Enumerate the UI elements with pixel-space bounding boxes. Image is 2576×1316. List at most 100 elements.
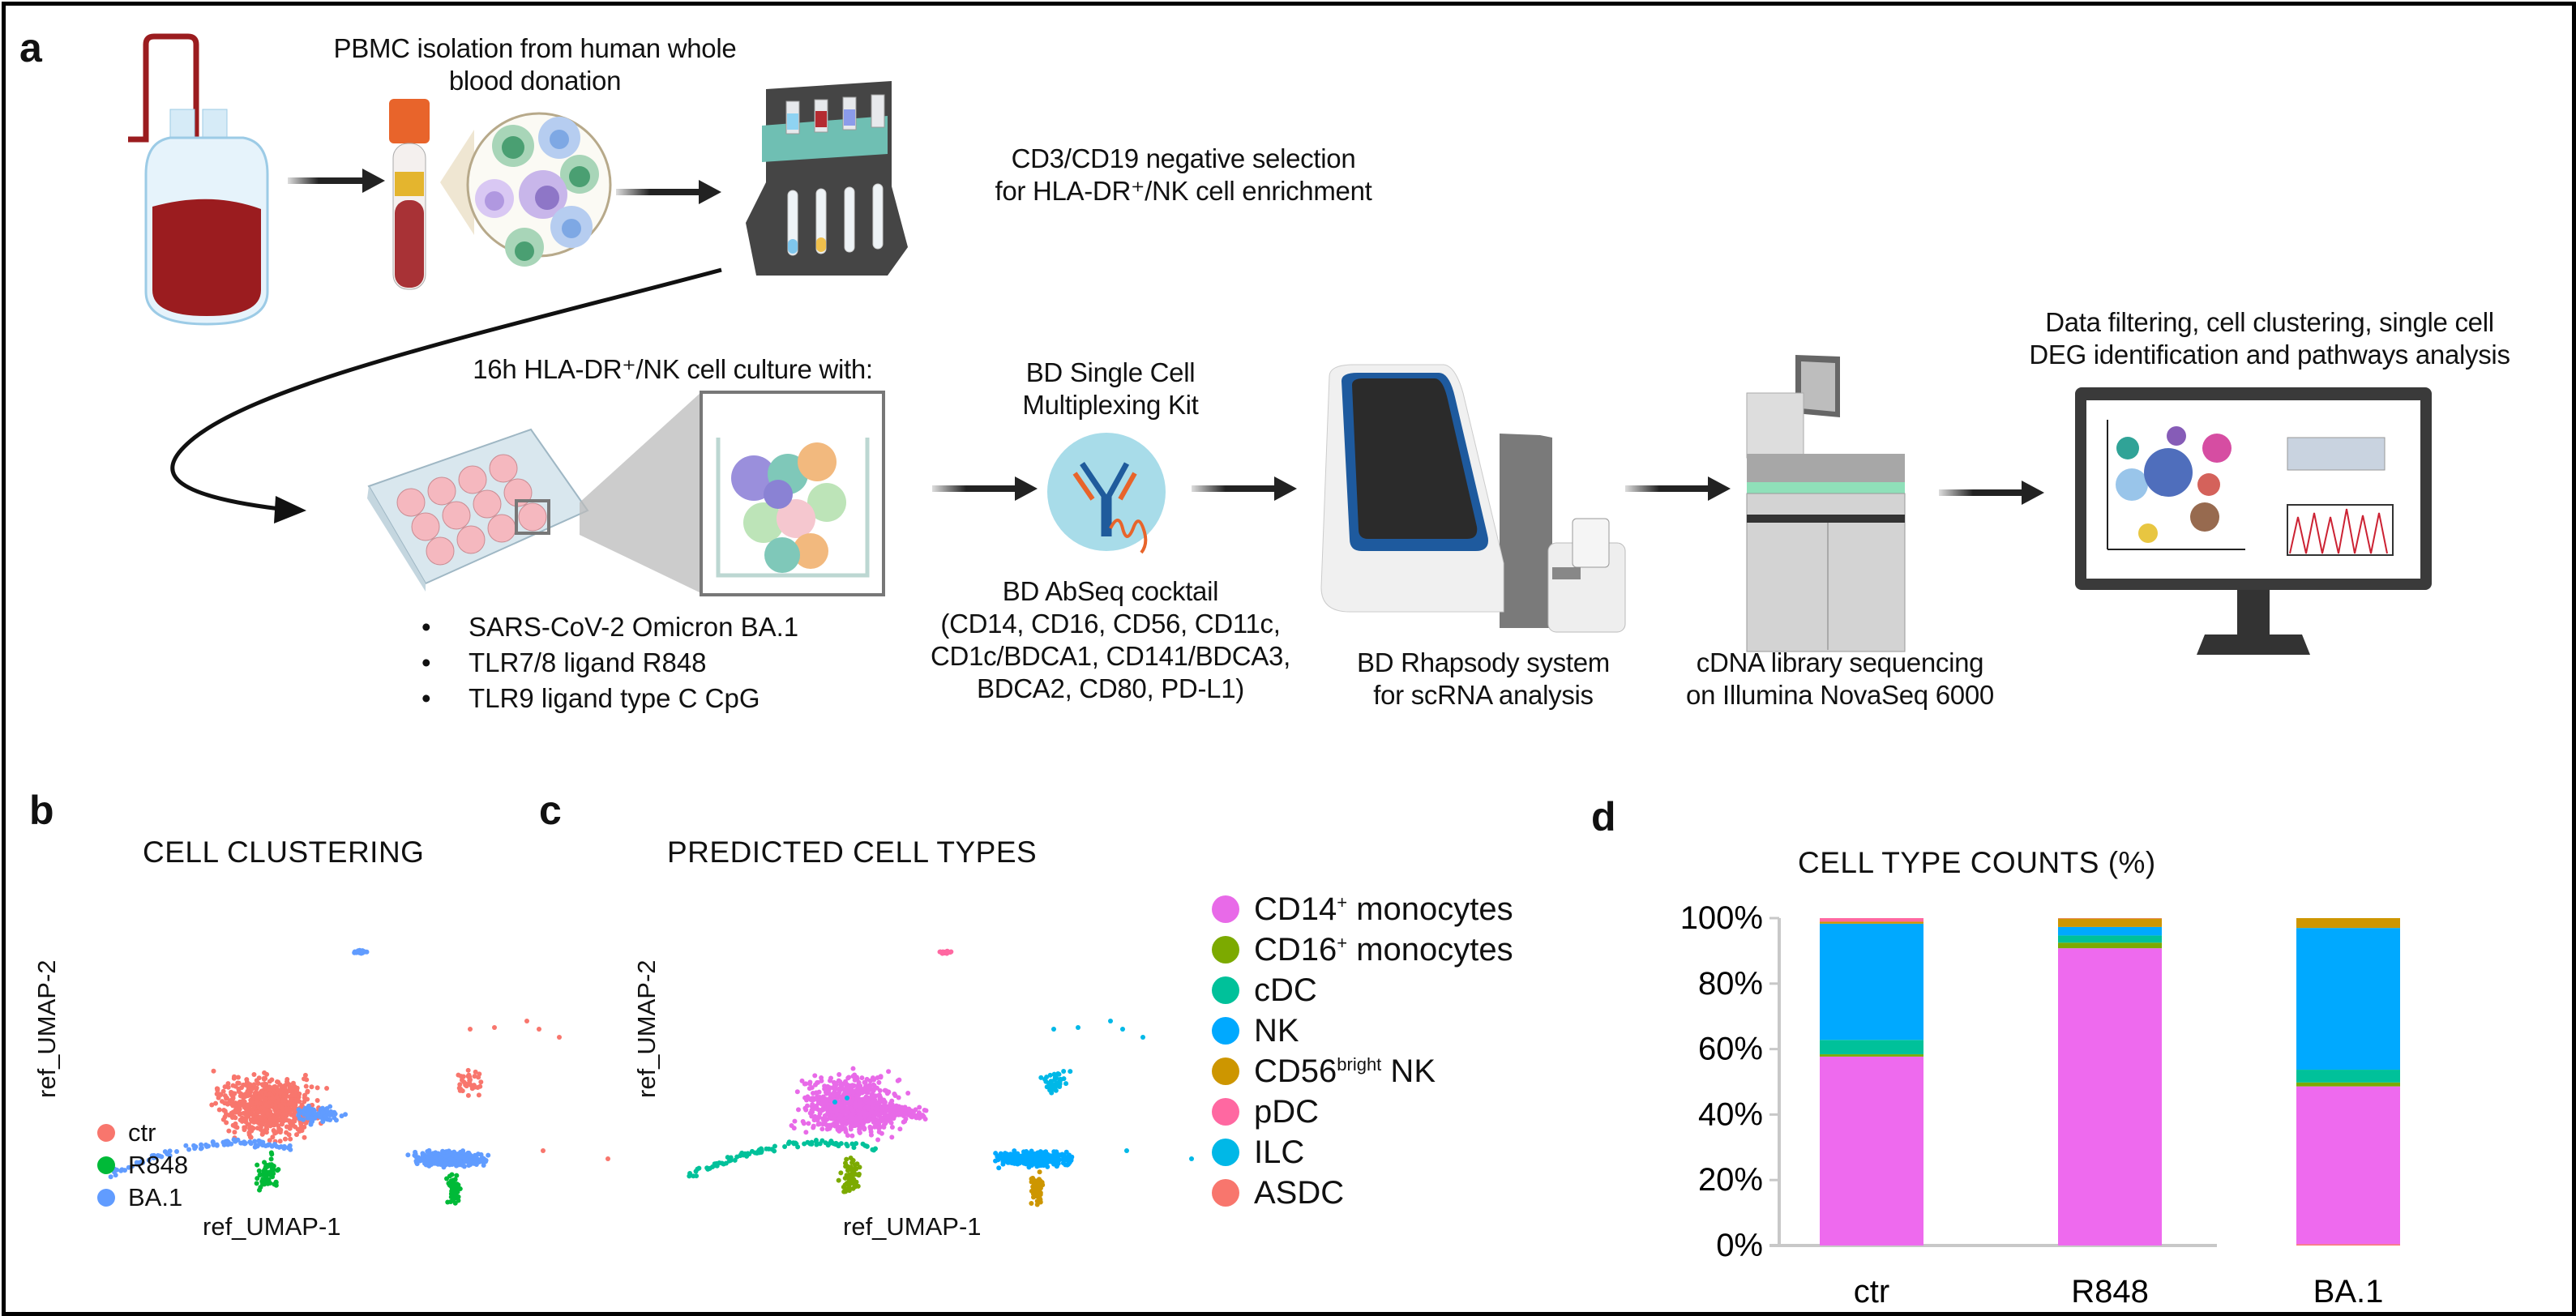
- umap-point: [255, 1163, 259, 1168]
- y-tick-label: 60%: [1698, 1032, 1763, 1067]
- legend-dot: [1212, 1058, 1239, 1085]
- umap-point: [811, 1126, 815, 1130]
- umap-point: [849, 1134, 854, 1139]
- umap-point: [945, 949, 950, 954]
- umap-point: [451, 1190, 456, 1194]
- umap-point: [897, 1126, 902, 1131]
- stimulus-item: TLR9 ligand type C CpG: [421, 681, 798, 716]
- umap-point: [1124, 1148, 1129, 1153]
- umap-point: [253, 1117, 258, 1122]
- umap-point: [267, 1143, 272, 1147]
- caption-line: BDCA2, CD80, PD-L1): [875, 673, 1346, 705]
- umap-point: [260, 1140, 265, 1145]
- y-tick-label: 40%: [1698, 1096, 1763, 1132]
- umap-point: [262, 1160, 267, 1164]
- umap-point: [802, 1141, 807, 1146]
- umap-point: [237, 1089, 242, 1094]
- umap-point: [263, 1173, 268, 1178]
- umap-point: [226, 1085, 231, 1090]
- legend-dot: [1212, 1139, 1239, 1166]
- umap-point: [492, 1025, 497, 1030]
- umap-point: [839, 1109, 844, 1113]
- umap-point: [256, 1081, 261, 1086]
- bar-segment-cd14-monocytes: [2058, 948, 2162, 1246]
- umap-point: [263, 1102, 268, 1107]
- umap-point: [443, 1154, 448, 1159]
- umap-point: [1035, 1203, 1040, 1207]
- analysis-monitor-icon: [2075, 387, 2432, 663]
- umap-point: [869, 1133, 874, 1138]
- umap-point: [247, 1126, 252, 1131]
- umap-point: [257, 1169, 262, 1173]
- umap-point: [441, 1150, 446, 1155]
- umap-point: [802, 1082, 807, 1087]
- legend-item: cDC: [1212, 970, 1513, 1010]
- umap-point: [1055, 1162, 1059, 1167]
- umap-point: [801, 1119, 806, 1124]
- caption-analysis: Data filtering, cell clustering, single …: [1970, 306, 2570, 371]
- umap-point: [451, 1178, 456, 1183]
- umap-point: [838, 1170, 843, 1175]
- umap-point: [764, 1147, 768, 1152]
- umap-point: [1037, 1183, 1042, 1188]
- umap-point: [849, 1127, 854, 1132]
- umap-point: [1026, 1151, 1031, 1156]
- umap-point: [828, 1098, 833, 1103]
- umap-point: [278, 1139, 283, 1143]
- umap-point: [905, 1091, 910, 1096]
- umap-point: [838, 1086, 843, 1091]
- umap-c-plot: [673, 908, 1175, 1272]
- umap-point: [850, 1179, 855, 1184]
- umap-point: [853, 1123, 858, 1128]
- umap-point: [282, 1117, 287, 1122]
- caption-culture: 16h HLA-DR⁺/NK cell culture with:: [421, 353, 924, 386]
- umap-point: [807, 1086, 812, 1091]
- umap-point: [248, 1134, 253, 1139]
- umap-point: [292, 1104, 297, 1109]
- umap-point: [296, 1113, 301, 1117]
- umap-point: [1029, 1201, 1033, 1206]
- umap-point: [915, 1113, 920, 1117]
- umap-point: [882, 1102, 887, 1107]
- umap-point: [872, 1125, 877, 1130]
- caption-line: on Illumina NovaSeq 6000: [1670, 679, 2010, 711]
- caption-line: BD Single Cell: [981, 357, 1240, 389]
- umap-point: [805, 1104, 810, 1109]
- umap-point: [1000, 1156, 1005, 1160]
- bar-segment-cd16-monocytes: [1820, 1054, 1923, 1057]
- umap-point: [457, 1086, 462, 1091]
- umap-point: [224, 1096, 229, 1100]
- umap-point: [217, 1107, 222, 1112]
- umap-point: [847, 1091, 852, 1096]
- umap-point: [1140, 1035, 1145, 1040]
- umap-point: [899, 1108, 904, 1113]
- umap-point: [315, 1085, 320, 1090]
- umap-point: [537, 1027, 541, 1032]
- bar-segment-cd14-monocytes: [2296, 1087, 2400, 1245]
- umap-b-title: CELL CLUSTERING: [143, 837, 424, 867]
- umap-point: [293, 1088, 298, 1093]
- umap-point: [258, 1101, 263, 1106]
- umap-point: [1022, 1153, 1027, 1158]
- umap-point: [1061, 1076, 1066, 1081]
- umap-point: [1047, 1085, 1052, 1090]
- legend-label: BA.1: [128, 1181, 182, 1214]
- umap-point: [427, 1153, 432, 1158]
- legend-label: NK: [1254, 1010, 1299, 1051]
- panel-label-b: b: [29, 790, 54, 831]
- umap-point: [1055, 1071, 1060, 1076]
- umap-point: [1009, 1160, 1014, 1165]
- umap-point: [889, 1134, 894, 1139]
- umap-point: [860, 1123, 865, 1128]
- umap-point: [802, 1096, 807, 1100]
- umap-point: [267, 1138, 272, 1143]
- umap-point: [887, 1109, 892, 1113]
- umap-point: [221, 1108, 226, 1113]
- umap-point: [289, 1113, 294, 1117]
- rhapsody-instrument-icon: [1305, 361, 1629, 644]
- caption-line: (CD14, CD16, CD56, CD11c,: [875, 608, 1346, 640]
- umap-point: [818, 1141, 823, 1146]
- legend-dot: [1212, 936, 1239, 964]
- umap-point: [837, 1072, 841, 1077]
- umap-point: [301, 1109, 306, 1113]
